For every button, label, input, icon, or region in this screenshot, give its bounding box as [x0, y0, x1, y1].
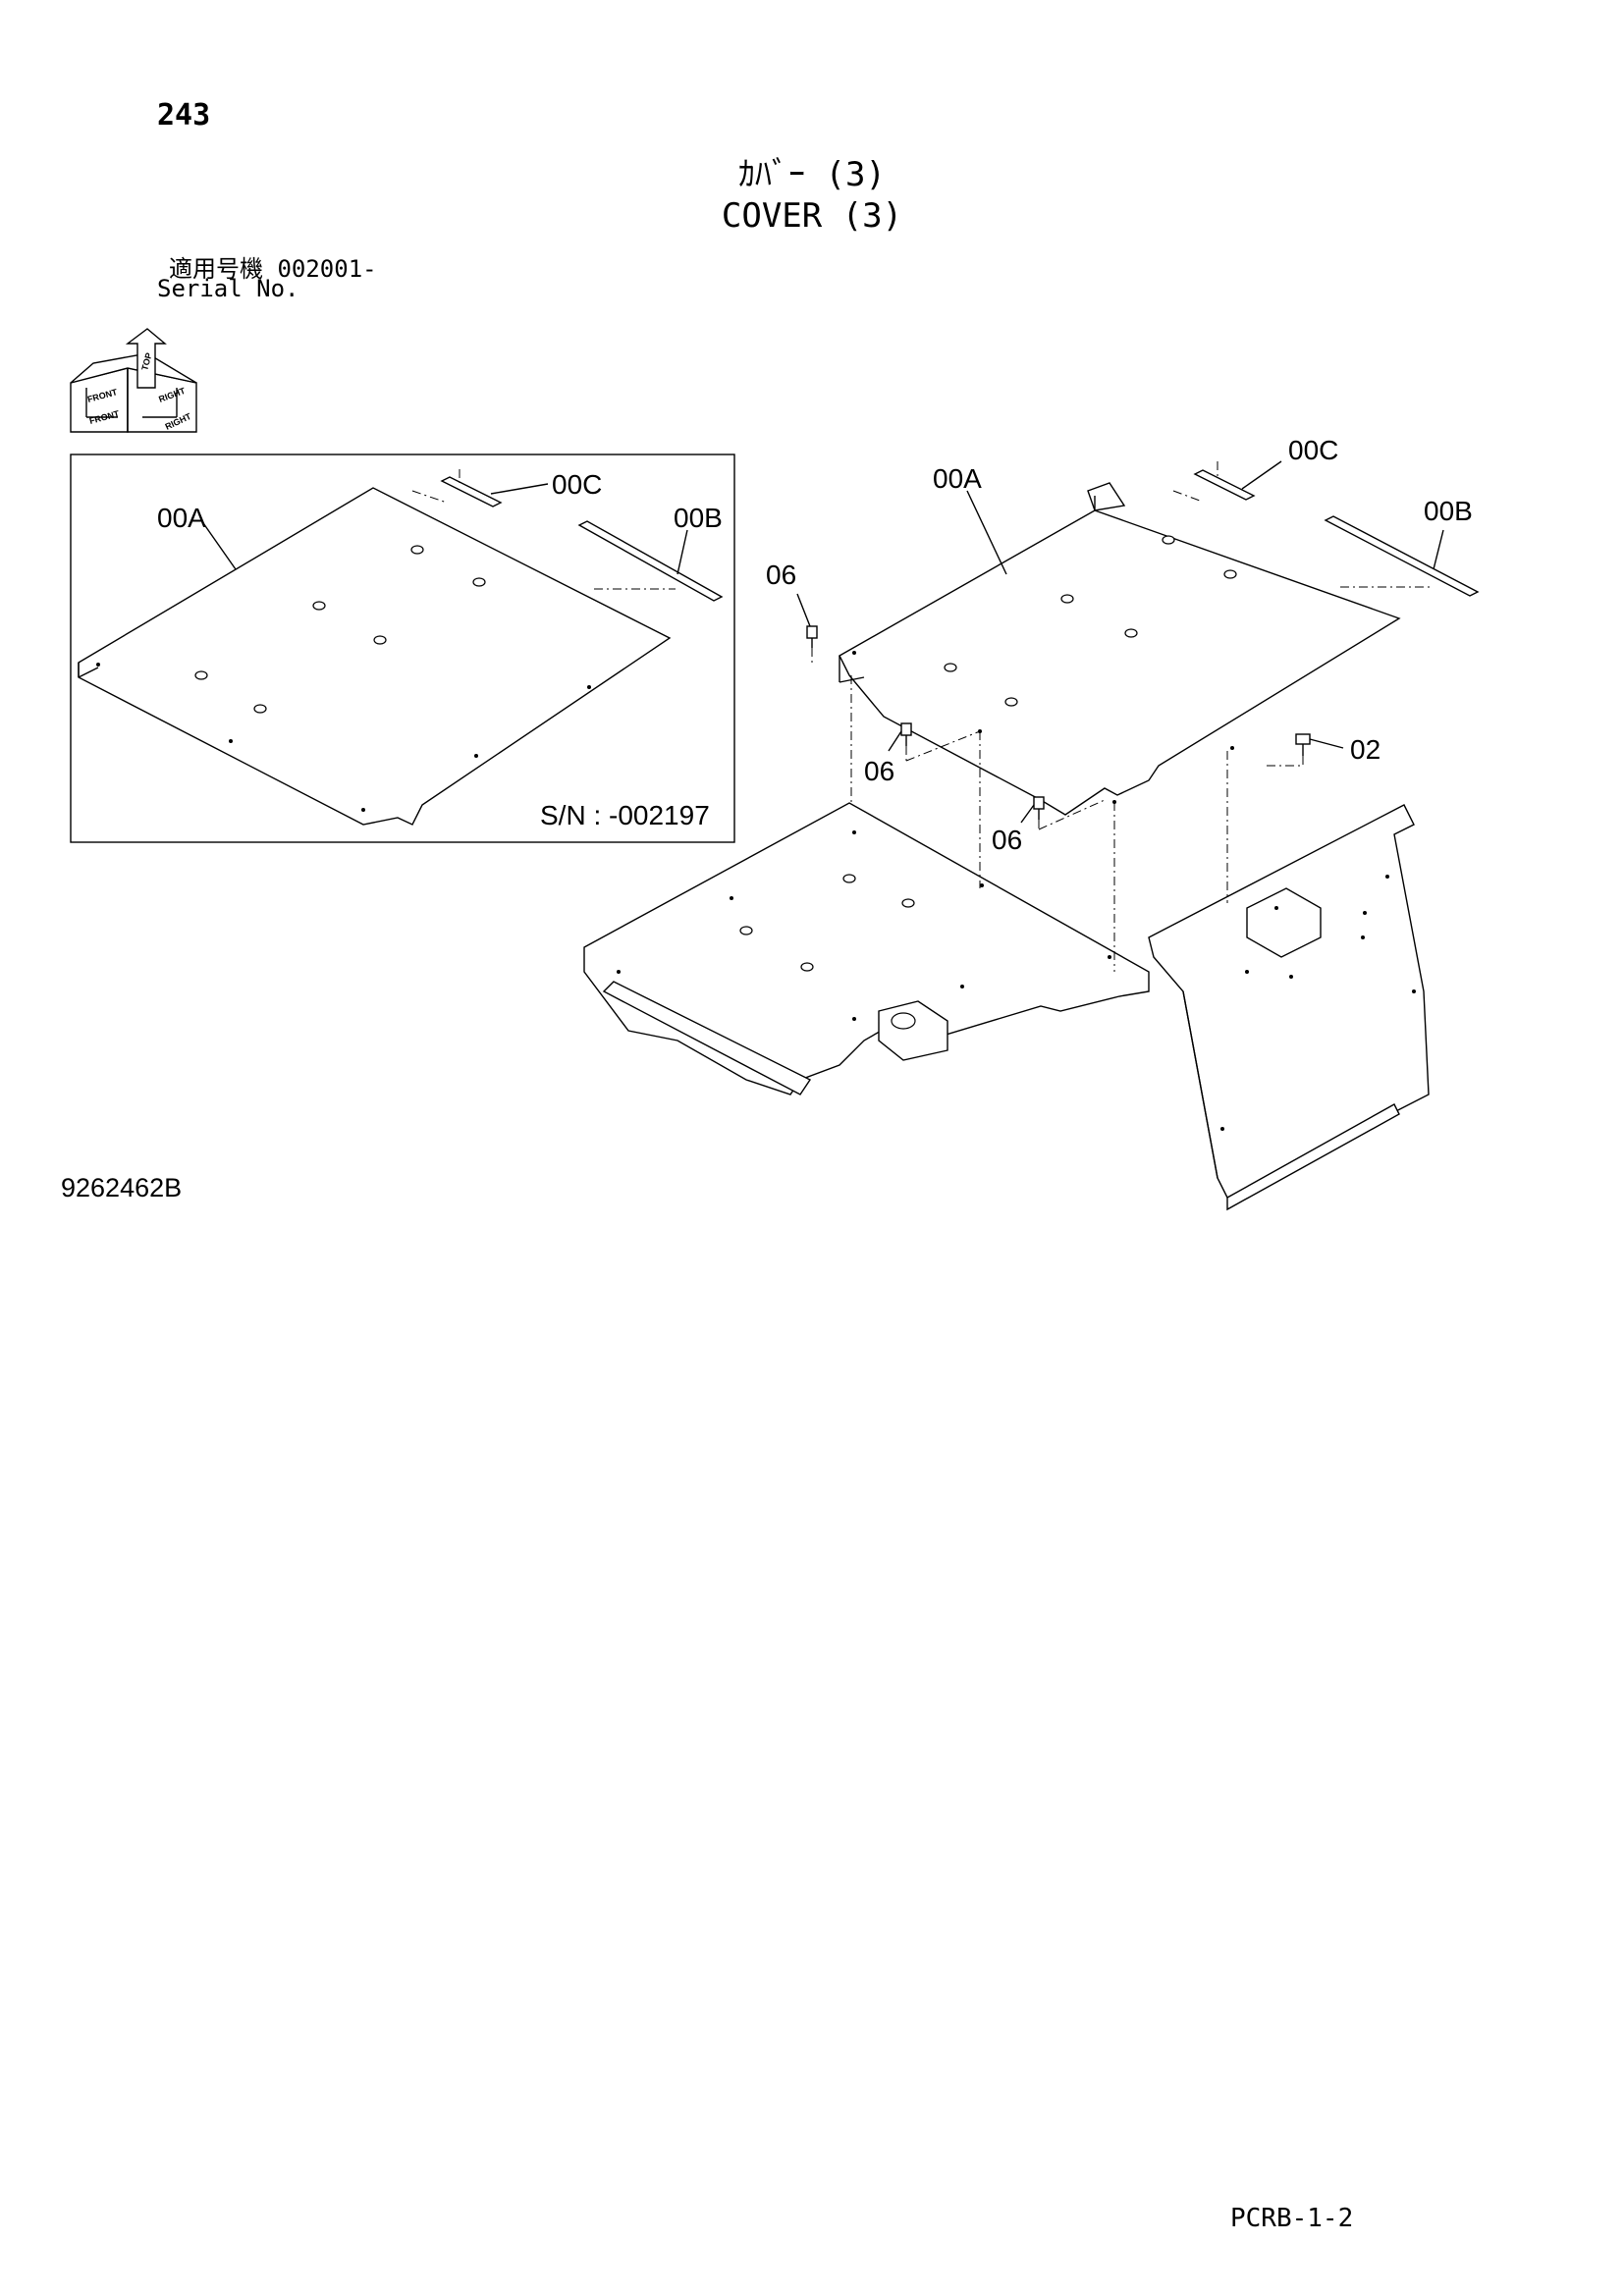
- title-japanese: ｶﾊﾞｰ (3): [738, 155, 886, 194]
- strip-00c: [1193, 469, 1256, 501]
- page-number: 243: [157, 98, 211, 133]
- orientation-label-top: TOP: [139, 351, 153, 371]
- cover-plate-00a: [839, 509, 1401, 816]
- side-panel-rail: [1226, 1103, 1400, 1211]
- inset-callout-00b: 00B: [674, 503, 723, 533]
- floor-holes: [617, 830, 1111, 1021]
- page-code: PCRB-1-2: [1230, 2204, 1354, 2233]
- inset-strip-00c: [440, 476, 503, 507]
- title-english: COVER (3): [721, 196, 903, 236]
- inset-serial-range: S/N : -002197: [540, 800, 710, 830]
- inset-diagram: 00A 00C 00B S/N : -002197: [70, 454, 735, 843]
- inset-strip-00b: [577, 520, 724, 602]
- inset-callout-00c: 00C: [552, 469, 602, 500]
- bolt-06-upper-icon: [806, 625, 818, 648]
- side-panel: [1148, 804, 1430, 1199]
- inset-cover-plate-00a: [78, 487, 672, 826]
- floor-plate: [583, 802, 1150, 1095]
- callout-00b: 00B: [1424, 496, 1473, 526]
- cover-flange: [1087, 482, 1126, 511]
- callout-06-upper: 06: [766, 560, 796, 590]
- cover-holes: [852, 535, 1237, 804]
- serial-label-english: Serial No.: [157, 275, 299, 302]
- inset-callout-00a: 00A: [157, 503, 206, 533]
- floor-rail: [602, 981, 812, 1095]
- strip-00b: [1324, 515, 1480, 597]
- callout-00c: 00C: [1288, 435, 1338, 465]
- callout-00a: 00A: [933, 463, 982, 494]
- orientation-cube-icon: TOP RIGHT FRONT FRONT RIGHT: [70, 328, 197, 433]
- inset-frame: [70, 454, 735, 843]
- side-panel-bracket: [1246, 887, 1322, 958]
- callout-06-lower: 06: [992, 825, 1022, 855]
- main-assembly: 00A 00C 00B 06 06 06 02: [583, 435, 1480, 1211]
- drawing-number: 9262462B: [61, 1173, 183, 1202]
- callout-02: 02: [1350, 734, 1380, 765]
- bolt-06-middle-icon: [900, 722, 912, 746]
- serial-label-japanese: 適用号機 002001-: [169, 255, 377, 283]
- side-panel-holes: [1220, 875, 1416, 1131]
- inset-holes: [96, 545, 591, 812]
- bolt-02-icon: [1295, 733, 1311, 756]
- callout-06-middle: 06: [864, 756, 894, 786]
- bolt-06-lower-icon: [1033, 796, 1045, 820]
- exploded-view-lines: [811, 461, 1434, 972]
